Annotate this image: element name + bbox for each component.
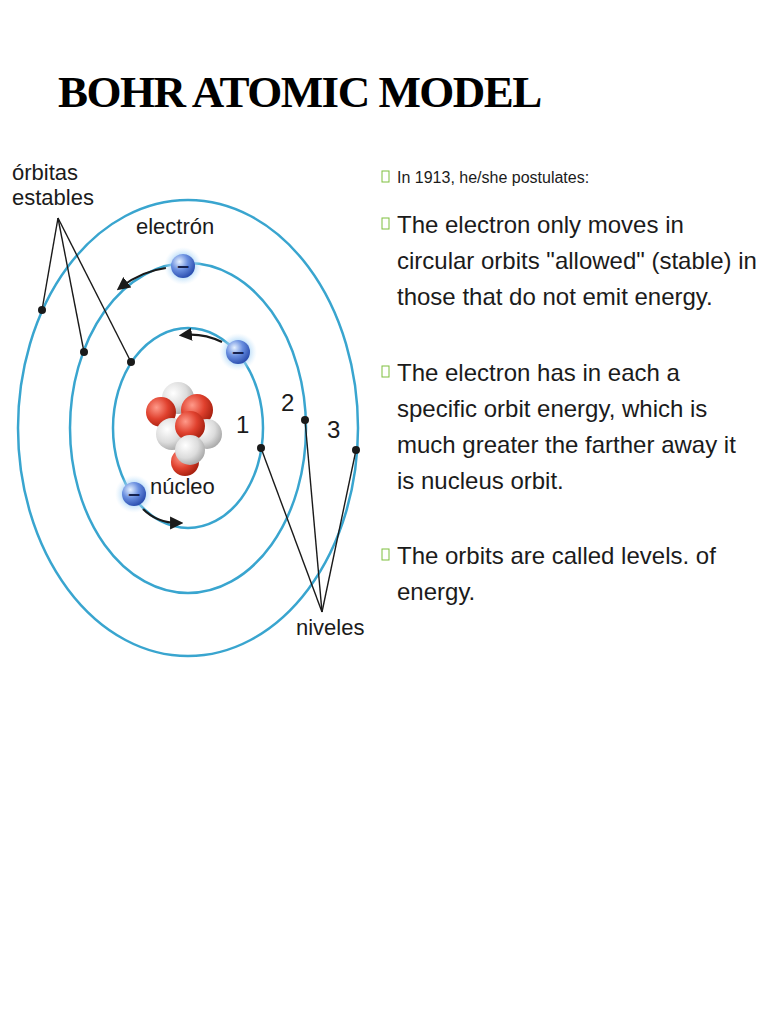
electron-body	[226, 340, 250, 364]
orbit-point	[38, 306, 46, 314]
leader-lines	[42, 218, 356, 612]
neutron	[175, 435, 205, 465]
charge-sign: −	[170, 253, 196, 279]
orbit-points	[38, 306, 360, 454]
callout-label: electrón	[136, 214, 246, 239]
bullet-mark	[382, 549, 389, 560]
electron-glow	[164, 247, 202, 285]
orbit-1	[113, 328, 263, 528]
postulate-text: The orbits are called levels. of energy.	[397, 538, 759, 610]
intro-text: In 1913, he/she postulates:	[397, 167, 757, 189]
electron-body	[122, 482, 146, 506]
bullet-mark	[382, 366, 389, 377]
callout-number: 3	[327, 417, 347, 443]
electron-body	[171, 254, 195, 278]
leader-line	[58, 218, 131, 362]
callout-label: niveles	[296, 615, 386, 640]
orbit-point	[257, 444, 265, 452]
postulate-text: The electron has in each a specific orbi…	[397, 355, 759, 499]
orbit-point	[127, 358, 135, 366]
charge-sign: −	[121, 481, 147, 507]
callout-label: núcleo	[150, 474, 250, 499]
leader-line	[42, 218, 58, 310]
electron: −	[121, 481, 147, 507]
orbit-point	[352, 446, 360, 454]
orbit-point	[80, 348, 88, 356]
motion-arrow	[184, 335, 222, 342]
bullet-mark	[382, 171, 389, 182]
bullet-mark	[382, 218, 389, 229]
electron-glow	[115, 475, 153, 513]
leader-line	[322, 450, 356, 612]
motion-arrow	[143, 509, 178, 523]
electron: −	[225, 339, 251, 365]
orbit-point	[301, 416, 309, 424]
callout-number: 2	[281, 390, 301, 416]
callout-number: 1	[236, 412, 256, 438]
electron-glow	[219, 333, 257, 371]
nucleus	[146, 382, 222, 476]
callout-label: órbitas estables	[12, 160, 132, 210]
motion-arrow	[121, 268, 166, 287]
leader-line	[261, 448, 322, 612]
orbit-3	[18, 200, 358, 656]
page-title: BOHR ATOMIC MODEL	[58, 66, 541, 118]
leader-line	[58, 218, 84, 352]
bullets	[382, 171, 389, 560]
charge-sign: −	[225, 339, 251, 365]
postulate-text: The electron only moves in circular orbi…	[397, 207, 759, 315]
leader-line	[305, 420, 322, 612]
electron: −	[170, 253, 196, 279]
